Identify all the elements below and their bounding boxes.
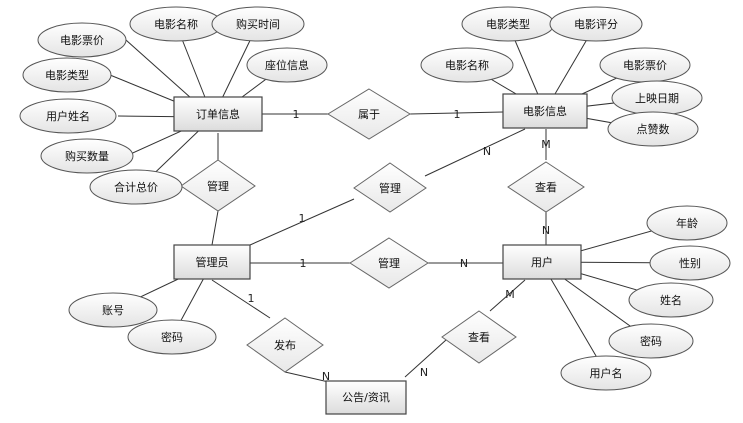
svg-text:购买时间: 购买时间 <box>236 17 280 31</box>
relationship-label: 发布 <box>274 338 296 352</box>
svg-text:电影评分: 电影评分 <box>574 18 618 31</box>
svg-text:上映日期: 上映日期 <box>635 92 679 105</box>
attribute-movie: 电影票价 <box>599 47 691 83</box>
svg-text:密码: 密码 <box>640 334 662 348</box>
entity-label: 订单信息 <box>196 107 240 121</box>
cardinality-label: M <box>541 138 551 151</box>
relationship-manage-order: 管理 <box>180 159 256 212</box>
svg-text:点赞数: 点赞数 <box>637 123 670 136</box>
attribute-admin: 密码 <box>127 319 217 355</box>
entity-label: 公告/资讯 <box>342 391 390 404</box>
cardinality-label: M <box>505 288 515 301</box>
entity-label: 管理员 <box>196 255 229 269</box>
edge-user-attr <box>540 261 607 374</box>
svg-text:电影类型: 电影类型 <box>45 68 89 82</box>
cardinality-label: 1 <box>300 257 307 270</box>
attribute-movie: 电影类型 <box>461 6 555 42</box>
relationship-manage-user: 管理 <box>349 237 429 289</box>
cardinality-label: 1 <box>293 108 300 121</box>
cardinality-label: N <box>322 370 330 383</box>
attribute-order: 电影名称 <box>129 6 223 42</box>
relationship-label: 管理 <box>378 256 400 270</box>
svg-text:合计总价: 合计总价 <box>114 180 158 194</box>
attribute-order: 合计总价 <box>89 169 183 205</box>
svg-text:密码: 密码 <box>161 330 183 344</box>
entity-order: 订单信息 <box>173 96 263 132</box>
relationship-view-notice: 查看 <box>441 310 517 364</box>
edge-belongs-movie <box>409 111 504 115</box>
svg-text:用户名: 用户名 <box>590 366 623 380</box>
attribute-movie: 点赞数 <box>607 111 699 147</box>
attribute-user: 用户名 <box>560 355 652 391</box>
relationship-label: 管理 <box>379 181 401 195</box>
edge-publish-notice <box>284 371 334 384</box>
attribute-movie: 电影评分 <box>549 6 643 42</box>
edge-admin-publish <box>211 279 271 319</box>
relationship-label: 查看 <box>468 330 490 344</box>
attribute-movie: 上映日期 <box>611 80 703 116</box>
relationship-view-movie: 查看 <box>507 161 585 213</box>
entity-label: 电影信息 <box>523 104 567 118</box>
cardinality-label: N <box>483 145 491 158</box>
edge-user-view-notice <box>489 279 526 312</box>
svg-text:姓名: 姓名 <box>660 293 682 307</box>
svg-text:电影票价: 电影票价 <box>623 59 667 72</box>
attribute-order: 电影票价 <box>37 22 127 58</box>
cardinality-label: 1 <box>299 212 306 225</box>
svg-text:电影名称: 电影名称 <box>445 58 489 72</box>
svg-text:电影名称: 电影名称 <box>154 17 198 31</box>
svg-text:电影票价: 电影票价 <box>60 34 104 47</box>
svg-text:性别: 性别 <box>679 256 701 270</box>
cardinality-labels: 1 1 1 N M N 1 N 1 N M N <box>248 108 551 383</box>
relationship-manage-movie: 管理 <box>353 162 427 213</box>
attribute-order: 用户姓名 <box>19 98 117 134</box>
attribute-user: 性别 <box>649 245 731 281</box>
edge-manage-admin <box>211 210 219 246</box>
relationship-label: 管理 <box>207 179 229 193</box>
entity-user: 用户 <box>502 244 582 280</box>
relationship-publish: 发布 <box>246 317 324 373</box>
attribute-order: 购买时间 <box>211 6 305 42</box>
edge-view-notice <box>404 339 447 378</box>
svg-text:年龄: 年龄 <box>676 216 698 230</box>
relationship-belongs: 属于 <box>327 88 411 140</box>
svg-text:座位信息: 座位信息 <box>265 58 309 72</box>
attribute-admin: 账号 <box>68 292 158 328</box>
cardinality-label: N <box>460 257 468 270</box>
relationship-label: 属于 <box>358 108 380 121</box>
svg-text:电影类型: 电影类型 <box>486 17 530 31</box>
svg-text:购买数量: 购买数量 <box>65 149 109 163</box>
svg-text:用户姓名: 用户姓名 <box>46 109 90 123</box>
entity-notice: 公告/资讯 <box>325 380 407 415</box>
attribute-user: 年龄 <box>646 205 728 241</box>
attribute-order: 购买数量 <box>40 138 134 174</box>
edge-admin-manage-movie <box>249 198 355 246</box>
svg-text:账号: 账号 <box>102 304 124 317</box>
edge-manage-movie <box>424 128 526 177</box>
attribute-user: 密码 <box>608 323 694 359</box>
entity-movie: 电影信息 <box>502 93 588 129</box>
attribute-order: 座位信息 <box>246 47 328 83</box>
cardinality-label: N <box>420 366 428 379</box>
relationship-label: 查看 <box>535 180 557 194</box>
entity-label: 用户 <box>531 255 553 269</box>
attribute-user: 姓名 <box>628 282 714 318</box>
cardinality-label: 1 <box>454 108 461 121</box>
cardinality-label: 1 <box>248 292 255 305</box>
cardinality-label: N <box>542 224 550 237</box>
attribute-movie: 电影名称 <box>420 47 514 83</box>
attribute-order: 电影类型 <box>22 57 112 93</box>
entity-admin: 管理员 <box>173 244 251 280</box>
